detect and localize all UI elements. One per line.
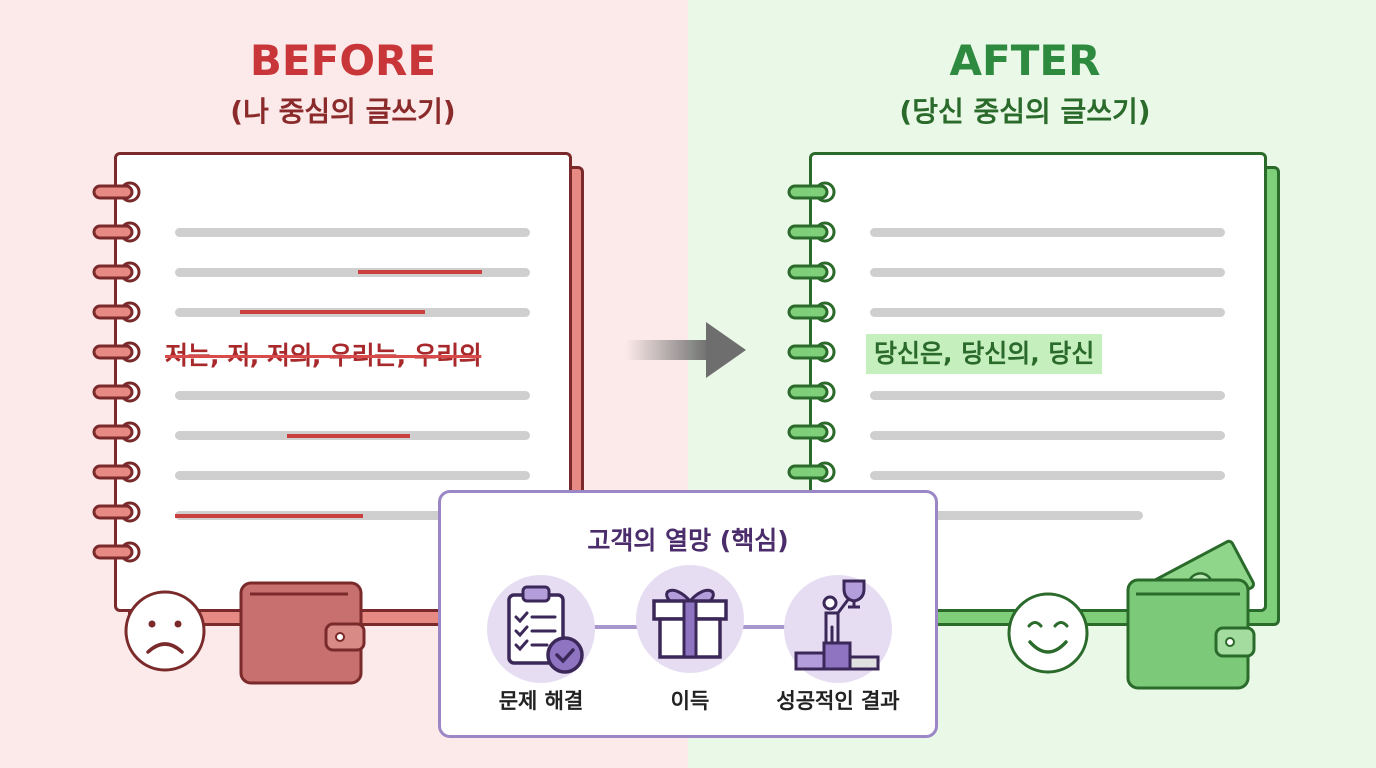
spiral-ring [92,261,141,283]
spiral-ring [92,341,141,363]
gift-icon [636,565,744,673]
spiral-ring [92,221,141,243]
text-line [175,391,530,400]
label-benefit: 이득 [670,689,710,713]
after-title: AFTER [949,36,1101,85]
before-spiral-rings-icon [92,181,141,563]
label-problem-solving: 문제 해결 [498,689,584,713]
spiral-ring [92,181,141,203]
text-line [870,391,1225,400]
spiral-ring [787,421,836,443]
text-line [870,471,1225,480]
transition-arrow-icon [626,322,746,378]
text-line [175,471,530,480]
customer-desire-box: 고객의 열망 (핵심) 문제 해결 이득 성공적인 결과 [438,490,938,738]
text-line [175,268,530,277]
label-successful-result: 성공적인 결과 [776,689,900,713]
text-line [870,308,1225,317]
text-line [870,431,1225,440]
text-line [870,268,1225,277]
spiral-ring [92,301,141,323]
empty-wallet-icon [239,581,366,685]
after-spiral-rings-icon [787,181,836,483]
highlighted-you-text: 당신은, 당신의, 당신 [866,334,1103,374]
happy-face-icon [1007,592,1089,674]
spiral-ring [787,461,836,483]
text-line [870,228,1225,237]
spiral-ring [787,181,836,203]
trophy-podium-icon [784,575,892,683]
red-strike-line [358,270,482,274]
sad-face-icon [124,590,206,672]
after-subtitle: (당신 중심의 글쓰기) [899,95,1151,128]
spiral-ring [92,461,141,483]
red-strike-line [175,514,363,518]
text-line [870,511,1143,520]
spiral-ring [787,301,836,323]
before-subtitle: (나 중심의 글쓰기) [230,95,456,128]
text-line [175,228,530,237]
red-strike-line [287,434,410,438]
red-strike-line [240,310,425,314]
full-wallet-icon [1126,539,1256,690]
spiral-ring [92,501,141,523]
before-title: BEFORE [249,36,437,85]
spiral-ring [787,341,836,363]
spiral-ring [787,381,836,403]
spiral-ring [787,221,836,243]
clipboard-check-icon [487,575,595,683]
struck-pronouns-text: 저는, 저, 저의, 우리는, 우리의 [165,341,482,370]
spiral-ring [787,261,836,283]
customer-desire-title: 고객의 열망 (핵심) [587,526,789,555]
spiral-ring [92,541,141,563]
spiral-ring [92,421,141,443]
spiral-ring [92,381,141,403]
